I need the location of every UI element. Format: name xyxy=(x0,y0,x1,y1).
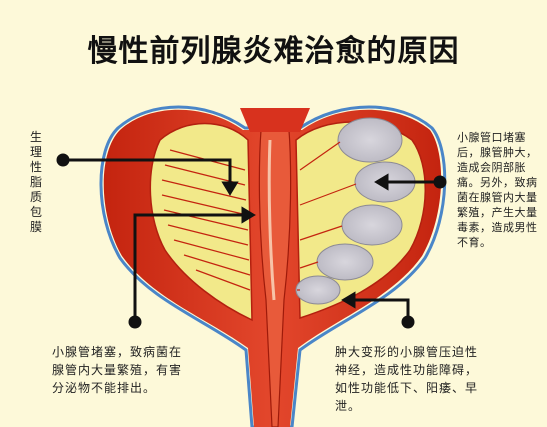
pointer-lines xyxy=(56,153,447,329)
right-ducts xyxy=(297,141,357,291)
pointer-line-capsule xyxy=(63,158,232,185)
right-lobes xyxy=(295,117,416,305)
arrowhead xyxy=(374,173,389,191)
left-gland-zone xyxy=(149,122,253,322)
urethra-inner xyxy=(267,139,276,301)
page-title: 慢性前列腺炎难治愈的原因 xyxy=(87,34,460,69)
pointer-line-br xyxy=(352,298,410,322)
urethra xyxy=(258,117,292,427)
bottom-right-note: 肿大变形的小腺管压迫性神经，造成性功能障碍，如性功能低下、阳痿、早泄。 xyxy=(335,345,479,413)
capsule-label: 生理性脂质包膜 xyxy=(30,130,43,234)
bottom-left-note: 小腺管堵塞，致病菌在腺管内大量繁殖，有害分泌物不能排出。 xyxy=(52,345,183,395)
bladder-neck xyxy=(240,108,310,132)
arrowhead xyxy=(221,181,239,196)
left-ducts xyxy=(161,149,251,291)
right-note: 小腺管口堵塞后，腺管肿大，造成会阴部胀痛。另外，致病菌在腺管内大量繁殖，产生大量… xyxy=(457,131,538,249)
arrowhead xyxy=(241,206,256,224)
pointer-line-bl xyxy=(133,213,245,322)
arrowhead xyxy=(341,291,356,309)
